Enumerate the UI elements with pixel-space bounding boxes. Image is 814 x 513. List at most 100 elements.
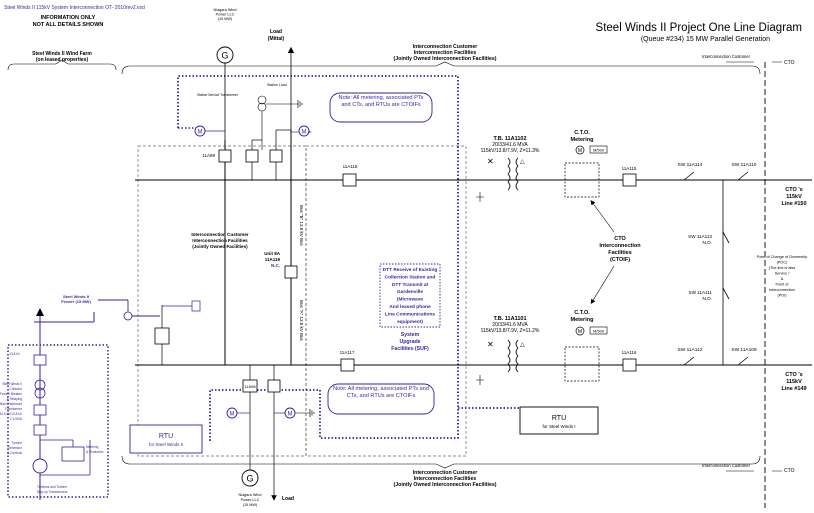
meter-code-box-top <box>589 145 608 154</box>
poc-line: (The line is also <box>769 266 796 270</box>
aux-xfmr-label: Station Service Transformer <box>197 93 239 97</box>
bottom-ic-bracket <box>121 455 761 469</box>
wind-generator <box>32 458 48 474</box>
sw-11A114-label: SW 11A114 <box>678 162 703 168</box>
poc-line: & <box>781 277 784 281</box>
wind-farm-bracket <box>7 59 117 71</box>
niagara-top-3: (15 MW) <box>218 17 233 21</box>
breaker-11A116 <box>622 358 637 372</box>
transformer-icon-station-a <box>257 95 267 105</box>
info-line-1: INFORMATION ONLY <box>41 15 96 21</box>
top-right-cto-label: CTO <box>784 60 795 66</box>
tb1102-label-1: T.B. 11A1102 <box>493 136 526 142</box>
sw-11A113-label-1: SW 11A113 <box>688 234 712 239</box>
suf-label-2: Upgrade <box>399 339 420 345</box>
left-panel-label: Metering <box>86 445 99 449</box>
cto-line149-3: Line #149 <box>781 386 806 392</box>
rtu-steel-winds-i <box>519 406 599 435</box>
left-panel-label: Generator <box>8 446 23 450</box>
dtt-box <box>379 263 441 328</box>
breaker-11A115 <box>622 173 637 187</box>
cto-if-label-1: CTO <box>614 236 626 242</box>
dtt-line: Collection Station and <box>385 274 436 280</box>
breaker-11A118-label: 11A118 <box>343 164 358 169</box>
mid-ic-label-3: (Jointly Owned Facilities) <box>192 244 248 249</box>
cto-if-arrow-up <box>590 200 615 233</box>
sw-11A111-label-1: SW 11A111 <box>689 290 713 295</box>
relay-box-small <box>191 300 201 312</box>
cto-metering-box-bottom <box>564 346 600 382</box>
dtt-line: equipment) <box>397 319 423 325</box>
note-box-bottom <box>327 383 435 415</box>
generator-symbol-bottom: G <box>246 474 253 484</box>
switch-icon-11A111 <box>722 287 730 300</box>
sw-11A113-label-2: N.O. <box>703 240 712 245</box>
left-panel-label: Steel Winds II <box>2 382 22 386</box>
generator-icon-bottom <box>241 469 259 487</box>
niagara-bot-3: (15 MW) <box>243 503 258 507</box>
breaker-11A116-label: 11A116 <box>622 350 637 355</box>
meter-icon-top-right <box>298 125 310 137</box>
top-right-ic-label: Interconnection Customer <box>702 54 751 59</box>
dtt-line: Gardenville <box>397 289 423 295</box>
meter-symbol-top-left: M <box>198 130 203 136</box>
niagara-bot-1: Niagara Wind <box>238 493 261 497</box>
left-panel-label: Transformer <box>5 407 23 411</box>
transformer-icon-tb1101: ✕ △ <box>476 339 525 385</box>
meter-symbol-top-right: M <box>302 130 307 136</box>
load-top-1: Load <box>270 29 282 35</box>
niagara-top-2: Power LLC <box>216 13 235 17</box>
left-panel-label: 34.5 kV/13.8 kV <box>0 412 23 416</box>
file-label: Steel Winds II 115kV System Interconnect… <box>4 5 145 11</box>
poc-line: (POI) <box>777 294 787 298</box>
load-top-2: (Mittal) <box>268 36 285 42</box>
left-panel-label: Feeder Breaker <box>0 392 23 396</box>
left-panel-label: 2.3 MVA <box>10 417 23 421</box>
feeder-label-1: Steel Winds II <box>63 294 89 299</box>
poc-line: Point of Change of Ownership <box>757 255 808 259</box>
tb1102-label-3: 115kV/13.8/7.9V, Z=11.3% <box>481 148 540 154</box>
left-panel-label: Turbine <box>11 441 22 445</box>
meter-symbol-bottom-right: M <box>288 412 293 418</box>
cto-if-label-4: (CTOIF) <box>610 257 630 263</box>
unit-label-1: Unit 8A <box>264 251 281 256</box>
left-panel-label: & Controls <box>7 451 22 455</box>
switch-icon-11A112 <box>683 356 695 366</box>
cto-line150-2: 115kV <box>786 194 802 200</box>
switch-icon-11A114 <box>683 171 695 181</box>
cto-metering-bot-2: Metering <box>571 317 594 323</box>
cto-if-arrow-down <box>590 265 615 305</box>
suf-label-3: Facilities (SUF) <box>391 346 429 352</box>
unit-label-2: 11A119 <box>265 257 281 262</box>
page-title: Steel Winds II Project One Line Diagram <box>596 22 802 34</box>
top-ic-bracket <box>121 61 761 75</box>
rtu-sw1-label-2: for Steel Winds I <box>542 424 575 429</box>
left-panel-label: Collector <box>9 387 23 391</box>
breaker-11A119 <box>284 265 298 279</box>
breaker-11A99-label: 11A99 <box>202 153 215 158</box>
mid-ic-label-1: Interconnection Customer <box>191 232 248 237</box>
dtt-line: DTT Transmit at <box>392 282 429 288</box>
meter-code-top: M/500 <box>593 148 605 153</box>
svg-text:△: △ <box>520 342 525 348</box>
generator-symbol-top: G <box>221 51 228 61</box>
top-ic-label-2: Interconnection Facilities <box>414 50 477 56</box>
cto-line150-1: CTO 's <box>785 187 802 193</box>
wind-breaker-1 <box>33 354 47 366</box>
breaker-aux-2 <box>269 149 283 163</box>
bottom-ic-label-3: (Jointly Owned Interconnection Facilitie… <box>394 482 497 488</box>
meter-code-bottom: M/500 <box>593 329 605 334</box>
breaker-left-small <box>154 327 170 345</box>
cto-line149-2: 115kV <box>786 379 802 385</box>
ground-icon-top <box>297 100 303 108</box>
suf-boundary <box>177 75 459 441</box>
cto-if-label-2: Interconnection <box>599 243 641 249</box>
top-ic-label-3: (Jointly Owned Interconnection Facilitie… <box>394 56 497 62</box>
poc-line: Interconnection <box>769 288 795 292</box>
cto-metering-bot-1: C.T.O. <box>574 310 590 316</box>
wind-protection-box <box>61 446 85 462</box>
suf-label-1: System <box>401 332 420 338</box>
switch-icon-11A110 <box>737 171 749 181</box>
svg-text:✕: ✕ <box>487 340 494 349</box>
cto-line149-1: CTO 's <box>785 372 802 378</box>
